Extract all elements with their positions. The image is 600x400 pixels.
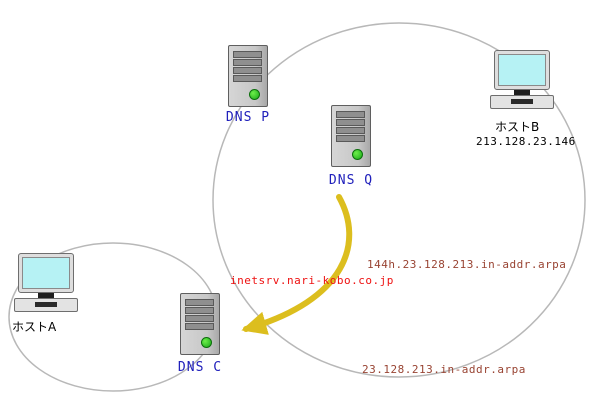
power-led-icon [201, 337, 212, 348]
label-host-b: ホストB [495, 120, 540, 134]
label-host-b-ip: 213.128.23.146 [476, 135, 576, 148]
server-slat [233, 59, 262, 66]
label-host-a: ホストA [12, 320, 57, 334]
monitor-icon [494, 50, 550, 90]
keyboard-icon [14, 298, 78, 312]
server-slat [336, 119, 365, 126]
server-icon-dns-q [331, 105, 371, 167]
monitor-stand-icon [514, 90, 530, 95]
server-icon-dns-c [180, 293, 220, 355]
label-dns-q: DNS Q [328, 173, 374, 188]
power-led-icon [249, 89, 260, 100]
annotation-reverse-zone: 23.128.213.in-addr.arpa [362, 363, 526, 376]
annotation-query-name: inetsrv.nari-kobo.co.jp [230, 274, 394, 287]
keyboard-slot-icon [511, 99, 533, 104]
monitor-stand-icon [38, 293, 54, 298]
keyboard-icon [490, 95, 554, 109]
server-slat [185, 323, 214, 330]
server-slat [185, 307, 214, 314]
computer-icon-host-b [490, 50, 554, 109]
server-tower-icon [228, 45, 268, 107]
screen-icon [498, 54, 546, 86]
server-slat [233, 75, 262, 82]
server-slat [233, 51, 262, 58]
power-led-icon [352, 149, 363, 160]
network-boundary-large [212, 22, 586, 378]
server-slat [185, 315, 214, 322]
keyboard-slot-icon [35, 302, 57, 307]
server-slat [185, 299, 214, 306]
server-slat [336, 127, 365, 134]
computer-icon-host-a [14, 253, 78, 312]
query-arrow [241, 194, 353, 335]
server-tower-icon [180, 293, 220, 355]
server-slat [336, 135, 365, 142]
server-slat [233, 67, 262, 74]
label-dns-p: DNS P [225, 110, 271, 125]
monitor-icon [18, 253, 74, 293]
annotation-reverse-zone-delegation: 144h.23.128.213.in-addr.arpa [367, 258, 567, 271]
server-slat [336, 111, 365, 118]
server-icon-dns-p [228, 45, 268, 107]
label-dns-c: DNS C [177, 360, 223, 375]
screen-icon [22, 257, 70, 289]
server-tower-icon [331, 105, 371, 167]
